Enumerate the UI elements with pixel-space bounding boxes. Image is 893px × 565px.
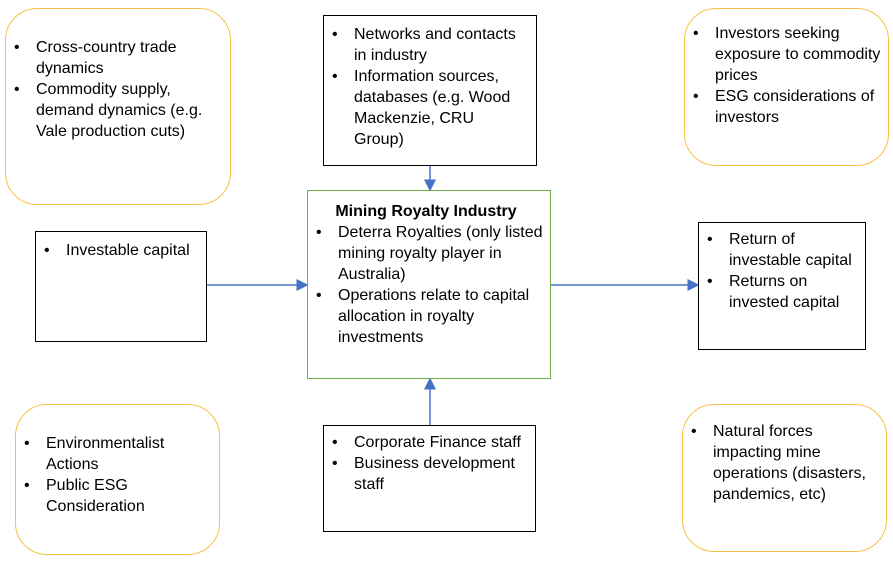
bullet-item: Commodity supply, demand dynamics (e.g. … — [6, 79, 220, 142]
bullet-item: Information sources, databases (e.g. Woo… — [324, 66, 528, 150]
bullet-list: Investors seeking exposure to commodity … — [685, 23, 884, 128]
bullet-item: Environmentalist Actions — [16, 433, 211, 475]
box-networks: Networks and contacts in industry Inform… — [323, 15, 537, 166]
bullet-item: Investors seeking exposure to commodity … — [685, 23, 884, 86]
bullet-item: Networks and contacts in industry — [324, 24, 528, 66]
box-trade-dynamics: Cross-country trade dynamics Commodity s… — [5, 8, 231, 205]
bullet-item: Investable capital — [36, 240, 200, 261]
box-staff: Corporate Finance staff Business develop… — [323, 425, 536, 532]
box-mining-royalty-industry: Mining Royalty Industry Deterra Royaltie… — [307, 190, 551, 379]
bullet-item: Corporate Finance staff — [324, 432, 529, 453]
bullet-list: Networks and contacts in industry Inform… — [324, 24, 528, 150]
bullet-list: Return of investable capital Returns on … — [699, 229, 861, 313]
box-returns: Return of investable capital Returns on … — [698, 222, 866, 350]
box-natural-forces: Natural forces impacting mine operations… — [682, 404, 887, 552]
box-investors: Investors seeking exposure to commodity … — [684, 8, 889, 166]
bullet-item: Operations relate to capital allocation … — [308, 285, 544, 348]
center-title: Mining Royalty Industry — [335, 203, 517, 220]
bullet-item: ESG considerations of investors — [685, 86, 884, 128]
bullet-item: Deterra Royalties (only listed mining ro… — [308, 222, 544, 285]
bullet-list: Environmentalist Actions Public ESG Cons… — [16, 433, 211, 517]
bullet-item: Natural forces impacting mine operations… — [683, 421, 880, 505]
bullet-list: Investable capital — [36, 240, 200, 261]
bullet-list: Natural forces impacting mine operations… — [683, 421, 880, 505]
box-investable-capital: Investable capital — [35, 231, 207, 342]
bullet-item: Cross-country trade dynamics — [6, 37, 220, 79]
bullet-item: Return of investable capital — [699, 229, 861, 271]
bullet-list: Cross-country trade dynamics Commodity s… — [6, 37, 220, 142]
bullet-item: Public ESG Consideration — [16, 475, 211, 517]
bullet-item: Returns on invested capital — [699, 271, 861, 313]
bullet-list: Corporate Finance staff Business develop… — [324, 432, 529, 495]
box-environmentalist: Environmentalist Actions Public ESG Cons… — [15, 404, 220, 555]
bullet-item: Business development staff — [324, 453, 529, 495]
bullet-list: Deterra Royalties (only listed mining ro… — [308, 222, 544, 348]
